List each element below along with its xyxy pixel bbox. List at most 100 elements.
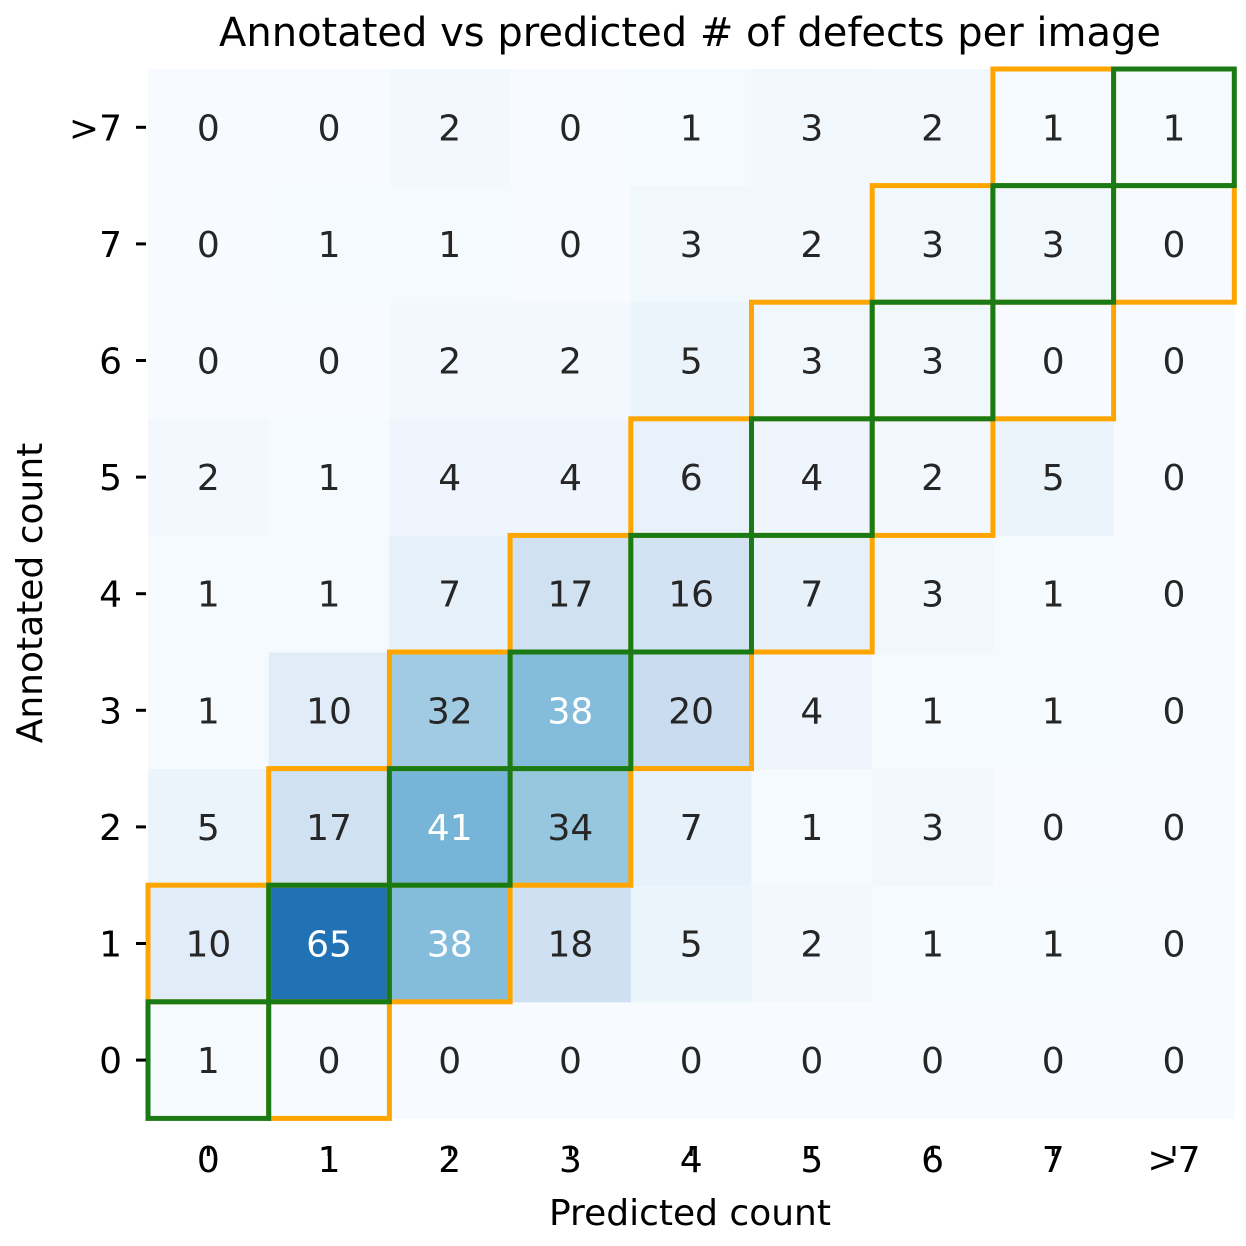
cell-value-label: 1 bbox=[1042, 925, 1065, 966]
heatmap-cell bbox=[992, 885, 1115, 1003]
heatmap-cell bbox=[148, 768, 270, 886]
cell-value-label: 5 bbox=[1042, 458, 1065, 499]
heatmap-cell bbox=[148, 535, 270, 653]
heatmap-cell bbox=[510, 1001, 632, 1119]
exact-match-outline bbox=[266, 882, 392, 1005]
cell-value-label: 17 bbox=[548, 575, 594, 616]
cell-value-label: 32 bbox=[427, 691, 473, 732]
cell-value-label: 10 bbox=[306, 691, 352, 732]
cell-value-label: 3 bbox=[800, 108, 823, 149]
x-tick-label: 6 bbox=[921, 1140, 944, 1181]
heatmap-cell bbox=[268, 1001, 390, 1119]
heatmap-cell bbox=[630, 1001, 752, 1119]
x-tick-label: 0 bbox=[197, 1140, 220, 1181]
heatmap-cell bbox=[510, 185, 632, 303]
x-tick-label: 4 bbox=[680, 1140, 703, 1181]
heatmap-cell bbox=[1113, 302, 1235, 420]
heatmap-cell bbox=[1113, 885, 1235, 1003]
y-tick-label: 7 bbox=[99, 225, 122, 266]
cell-value-label: 0 bbox=[559, 1041, 582, 1082]
heatmap-cell bbox=[389, 768, 511, 886]
cell-value-label: 65 bbox=[306, 925, 352, 966]
heatmap-cell bbox=[268, 768, 390, 886]
cell-value-label: 5 bbox=[197, 808, 220, 849]
cell-value-label: 1 bbox=[318, 458, 341, 499]
cell-value-label: 0 bbox=[921, 1041, 944, 1082]
cell-value-label: 3 bbox=[921, 342, 944, 383]
exact-match-outline bbox=[869, 299, 996, 422]
heatmap-cell bbox=[389, 885, 511, 1003]
heatmap-cell bbox=[268, 185, 390, 303]
heatmap-cell bbox=[630, 69, 752, 187]
cell-value-label: 41 bbox=[427, 808, 473, 849]
cell-value-label: 38 bbox=[427, 925, 473, 966]
cell-value-label: 4 bbox=[559, 458, 582, 499]
heatmap-cell bbox=[751, 418, 873, 536]
y-tick-label: 4 bbox=[99, 575, 122, 616]
cell-value-label: 38 bbox=[548, 691, 594, 732]
cell-value-label: 2 bbox=[438, 108, 461, 149]
heatmap-cell bbox=[872, 1001, 994, 1119]
heatmap-cell bbox=[630, 535, 752, 653]
cell-value-label: 0 bbox=[197, 108, 220, 149]
heatmap-cell bbox=[268, 652, 390, 770]
x-axis-label: Predicted count bbox=[549, 1193, 831, 1234]
x-tick-label: >7 bbox=[1147, 1140, 1200, 1181]
heatmap-cell bbox=[510, 885, 632, 1003]
heatmap-cell bbox=[1113, 69, 1235, 187]
exact-match-outline bbox=[1111, 66, 1237, 189]
cell-value-label: 0 bbox=[318, 1041, 341, 1082]
cell-value-label: 2 bbox=[800, 225, 823, 266]
heatmap-cell bbox=[510, 302, 632, 420]
heatmap-cell bbox=[268, 418, 390, 536]
heatmap-cell bbox=[1113, 768, 1235, 886]
exact-match-outline bbox=[628, 532, 754, 655]
cell-value-label: 1 bbox=[921, 691, 944, 732]
heatmap-cell bbox=[1113, 418, 1235, 536]
cell-value-label: 2 bbox=[921, 458, 944, 499]
cell-value-label: 4 bbox=[438, 458, 461, 499]
cell-value-label: 5 bbox=[680, 925, 703, 966]
cell-value-label: 1 bbox=[921, 925, 944, 966]
heatmap-cell bbox=[268, 535, 390, 653]
heatmap-cell bbox=[148, 652, 270, 770]
cell-value-label: 3 bbox=[921, 575, 944, 616]
cell-value-label: 7 bbox=[800, 575, 823, 616]
cell-value-label: 0 bbox=[1162, 1041, 1185, 1082]
cell-value-label: 16 bbox=[668, 575, 714, 616]
heatmap-cell bbox=[148, 1001, 270, 1119]
cell-value-label: 1 bbox=[1042, 575, 1065, 616]
heatmap-cell bbox=[268, 302, 390, 420]
heatmap-cell bbox=[389, 418, 511, 536]
exact-match-outline bbox=[990, 183, 1117, 305]
band-outlines bbox=[145, 66, 1237, 1121]
cell-value-label: 0 bbox=[1162, 691, 1185, 732]
heatmap-cell bbox=[630, 652, 752, 770]
x-tick-label: 2 bbox=[438, 1140, 461, 1181]
cell-value-label: 0 bbox=[1162, 342, 1185, 383]
cell-value-label: 0 bbox=[438, 1041, 461, 1082]
cell-value-label: 1 bbox=[318, 575, 341, 616]
heatmap-cell bbox=[992, 418, 1115, 536]
cell-value-label: 0 bbox=[1162, 925, 1185, 966]
cell-value-label: 3 bbox=[921, 808, 944, 849]
cell-value-label: 17 bbox=[306, 808, 352, 849]
heatmap-cell bbox=[992, 535, 1115, 653]
heatmap-cell bbox=[148, 418, 270, 536]
cell-value-label: 1 bbox=[1042, 691, 1065, 732]
cell-value-label: 7 bbox=[438, 575, 461, 616]
cell-value-label: 0 bbox=[1042, 1041, 1065, 1082]
heatmap-cell bbox=[751, 768, 873, 886]
heatmap-cell bbox=[992, 302, 1115, 420]
cell-value-label: 0 bbox=[800, 1041, 823, 1082]
heatmap-cell bbox=[148, 302, 270, 420]
y-tick-label: 1 bbox=[99, 925, 122, 966]
cell-value-label: 2 bbox=[800, 925, 823, 966]
y-tick-label: >7 bbox=[69, 108, 122, 149]
cell-value-label: 34 bbox=[548, 808, 594, 849]
cell-value-label: 3 bbox=[800, 342, 823, 383]
heatmap-cell bbox=[510, 768, 632, 886]
heatmap-cell bbox=[389, 1001, 511, 1119]
y-tick-label: 3 bbox=[99, 691, 122, 732]
